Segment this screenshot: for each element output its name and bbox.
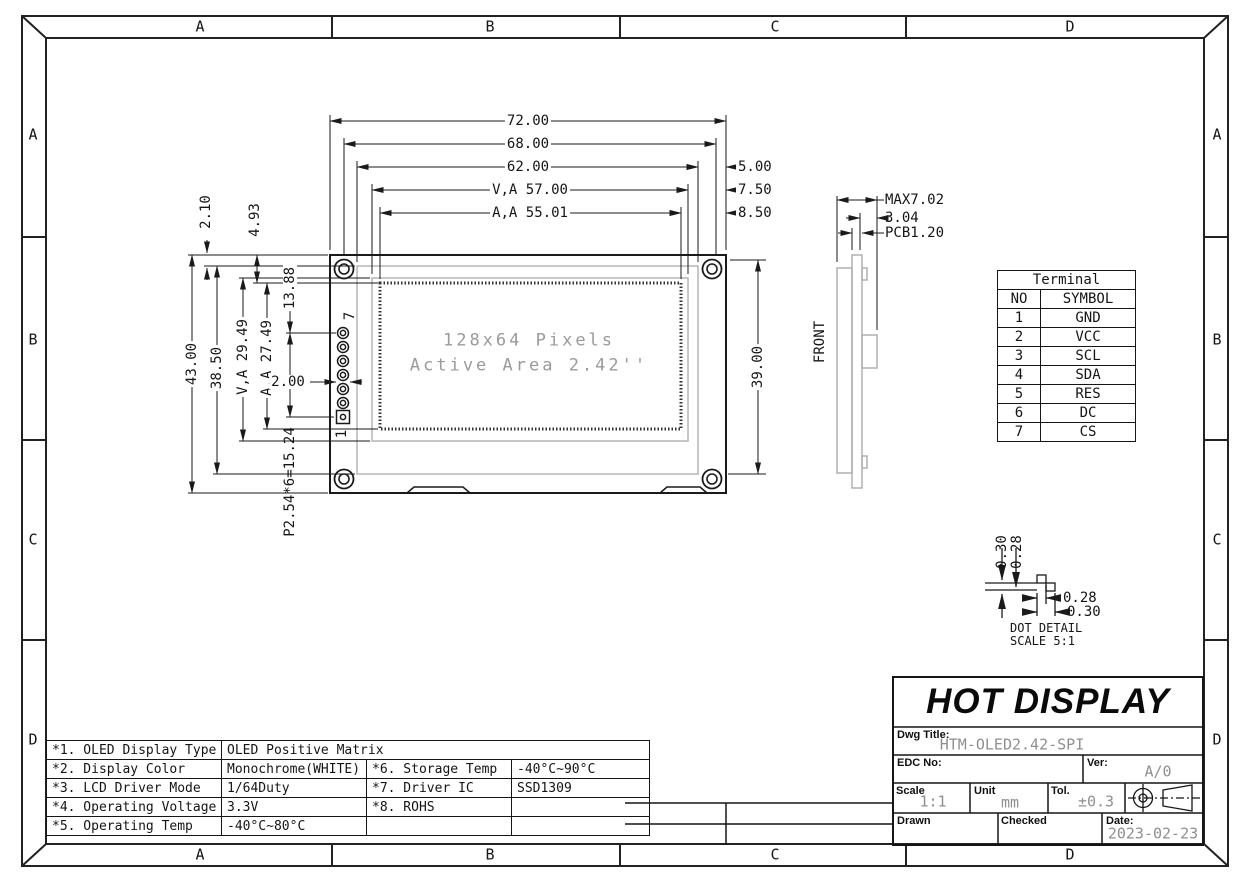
dim-side-max702: MAX7.02: [885, 192, 945, 208]
active-area-pixels-text: 128x64 Pixels: [442, 330, 616, 351]
unit-label: Unit: [974, 785, 996, 797]
active-area-border: [378, 281, 683, 431]
ver-value: A/0: [1144, 762, 1172, 781]
dim-right-39: 39.00: [750, 343, 766, 391]
terminal-table-title: Terminal: [997, 270, 1136, 290]
zone-letter-left-b: B: [28, 330, 38, 349]
dim-left-43: 43.00: [184, 340, 200, 388]
zone-letter-top-a: A: [195, 17, 205, 36]
side-dimensions: [836, 196, 889, 330]
dim-width-62: 62.00: [504, 159, 552, 175]
spec-row: *2. Display Color Monochrome(WHITE) *6. …: [46, 759, 650, 779]
zone-letter-right-b: B: [1212, 330, 1222, 349]
dim-side-304: 3.04: [885, 210, 919, 226]
pin-number-1: 1: [334, 429, 350, 439]
spec-row: *3. LCD Driver Mode 1/64Duty *7. Driver …: [46, 778, 650, 798]
zone-letter-top-d: D: [1065, 17, 1075, 36]
dim-left-210: 2.10: [198, 195, 214, 229]
zone-letter-left-a: A: [28, 125, 38, 144]
terminal-col-symbol: SYMBOL: [1040, 289, 1136, 309]
display-glass-outline: [356, 265, 699, 475]
zone-letter-right-c: C: [1212, 530, 1222, 549]
spec-table: *1. OLED Display Type OLED Positive Matr…: [46, 740, 650, 836]
tol-value: ±0.3: [1077, 792, 1115, 811]
date-value: 2023-02-23: [1107, 824, 1199, 843]
terminal-col-no: NO: [997, 289, 1041, 309]
front-view-label: FRONT: [812, 320, 828, 364]
zone-letter-bottom-a: A: [195, 845, 205, 864]
dot-dim-028-h: 0.28: [1063, 590, 1097, 606]
edc-no-label: EDC No:: [897, 757, 942, 769]
dot-dim-030-h: 0.30: [1067, 604, 1101, 620]
dot-dim-030-v: 0.30: [994, 535, 1010, 569]
ver-label: Ver:: [1087, 757, 1108, 769]
drawn-label: Drawn: [897, 815, 931, 827]
projection-symbol-icon: [1128, 784, 1200, 812]
dim-width-68: 68.00: [504, 136, 552, 152]
zone-letter-bottom-b: B: [485, 845, 495, 864]
title-block-lines: [892, 676, 1204, 846]
zone-letter-right-a: A: [1212, 125, 1222, 144]
spec-row: *5. Operating Temp -40°C~80°C: [46, 816, 650, 836]
dot-detail-scale: SCALE 5:1: [1010, 634, 1076, 648]
dim-pin-pitch-200: 2.00: [269, 374, 307, 390]
dot-detail-caption: DOT DETAIL: [1010, 621, 1083, 635]
company-logo-text: HOT DISPLAY: [926, 682, 1170, 721]
side-view-outline: [836, 254, 878, 489]
spec-row: *1. OLED Display Type OLED Positive Matr…: [46, 740, 650, 760]
scale-label: Scale: [896, 785, 925, 797]
dim-offset-5: 5.00: [736, 159, 774, 175]
spec-table-extension: [625, 802, 893, 844]
zone-letter-top-c: C: [770, 17, 780, 36]
active-area-size-text: Active Area 2.42'': [409, 355, 649, 376]
dim-left-3850: 38.50: [209, 344, 225, 392]
checked-label: Checked: [1001, 815, 1047, 827]
front-view-outline: [329, 254, 727, 494]
dot-dim-028-v: 0.28: [1009, 535, 1025, 569]
date-label: Date:: [1106, 815, 1134, 827]
zone-letter-right-d: D: [1212, 730, 1222, 749]
zone-letter-bottom-c: C: [770, 845, 780, 864]
sheet-border: [21, 15, 1229, 867]
dim-width-aa55: A,A 55.01: [490, 205, 570, 221]
zone-letter-top-b: B: [485, 17, 495, 36]
dim-left-1388: 13.88: [282, 264, 298, 312]
dim-left-pitch-total: P2.54*6=15.24: [282, 427, 298, 537]
spec-row: *4. Operating Voltage 3.3V *8. ROHS: [46, 797, 650, 817]
zone-letter-left-d: D: [28, 730, 38, 749]
zone-letter-bottom-d: D: [1065, 845, 1075, 864]
pin-header-pads: [335, 326, 351, 425]
dim-left-493: 4.93: [247, 203, 263, 237]
dim-width-72: 72.00: [504, 113, 552, 129]
tol-label: Tol.: [1051, 785, 1070, 797]
pin-number-7: 7: [342, 311, 358, 321]
unit-value: mm: [1000, 793, 1020, 812]
scale-value: 1:1: [919, 792, 947, 811]
dwg-title-value: HTM-OLED2.42-SPI: [939, 735, 1085, 754]
dim-side-pcb120: PCB1.20: [885, 225, 945, 241]
dwg-title-label: Dwg Title:: [897, 729, 950, 741]
dim-width-va57: V,A 57.00: [490, 182, 570, 198]
dot-detail-drawing: [985, 548, 1070, 618]
zone-letter-left-c: C: [28, 530, 38, 549]
dim-offset-75: 7.50: [736, 182, 774, 198]
dim-left-va2949: V,A 29.49: [235, 317, 251, 397]
dim-offset-85: 8.50: [736, 205, 774, 221]
